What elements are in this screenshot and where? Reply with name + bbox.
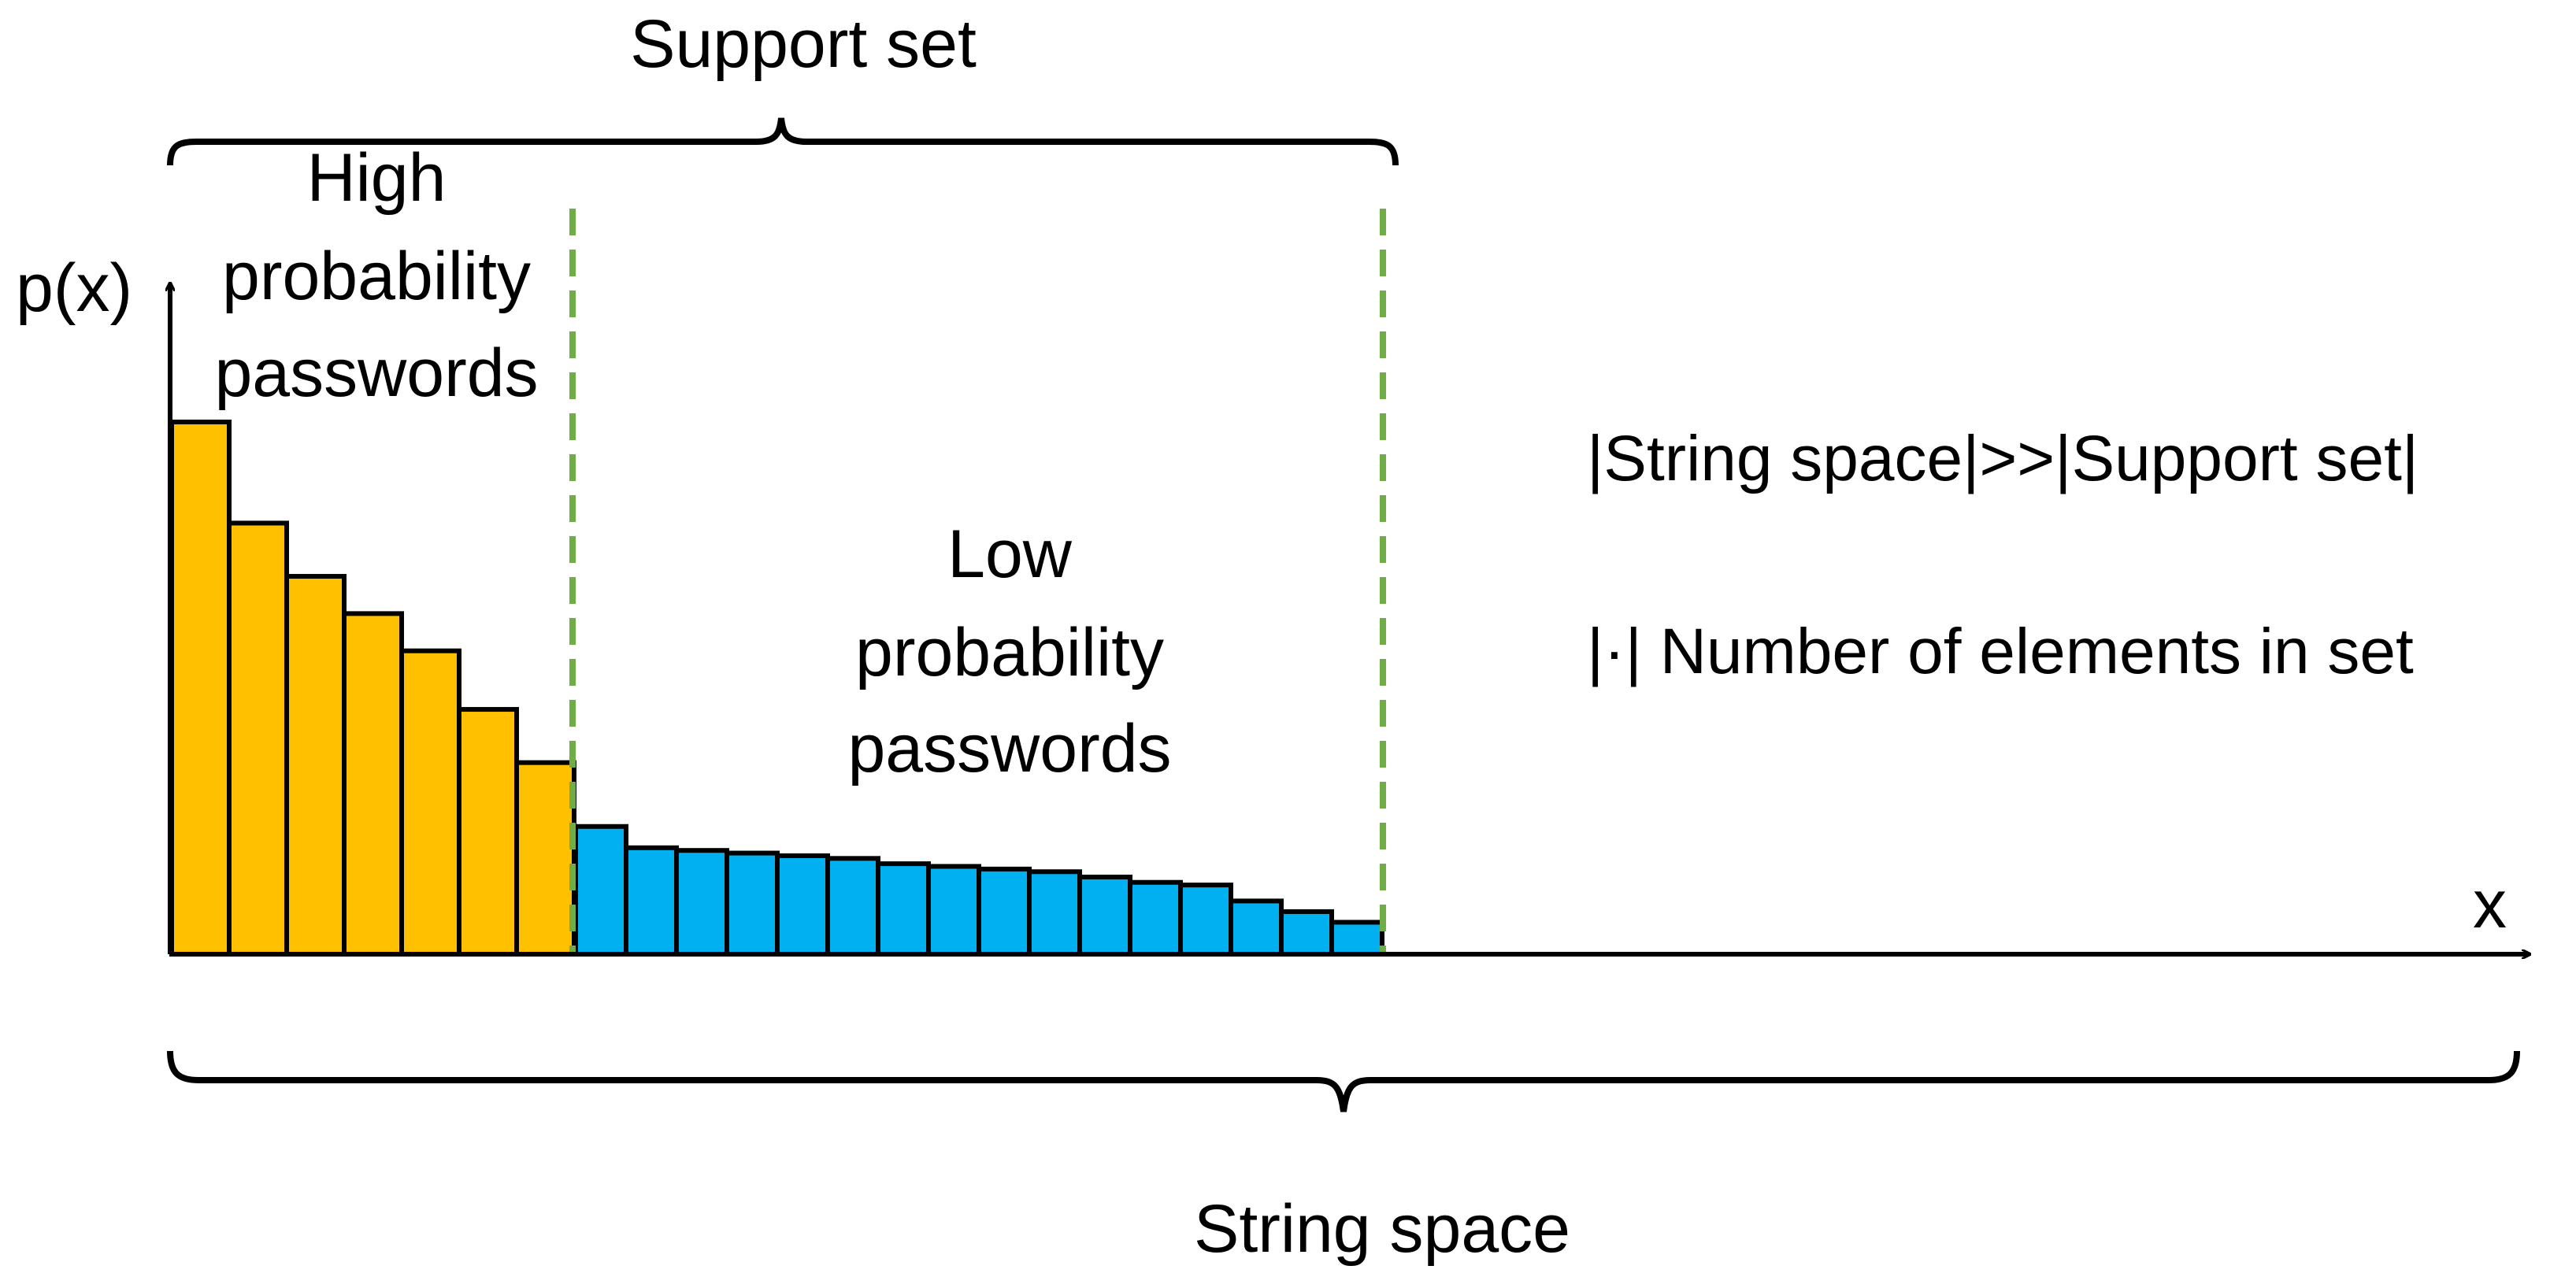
- low-group-label-line3: passwords: [847, 711, 1171, 786]
- high-probability-bar-6: [457, 707, 519, 957]
- low-probability-bar-4: [725, 850, 780, 957]
- high-group-label-line1: High: [307, 140, 447, 216]
- low-probability-bar-11: [1077, 874, 1132, 957]
- support-set-label: Support set: [630, 6, 977, 82]
- low-probability-bar-13: [1178, 883, 1233, 957]
- low-probability-bar-9: [977, 866, 1032, 957]
- probability-bars: [169, 420, 1384, 957]
- y-axis-label: p(x): [16, 250, 132, 326]
- high-probability-bar-5: [399, 648, 461, 957]
- low-probability-bar-16: [1329, 920, 1384, 957]
- low-probability-bar-5: [775, 853, 830, 957]
- high-group-label-line2: probability: [222, 239, 531, 314]
- cardinality-notation-note: |·| Number of elements in set: [1587, 616, 2414, 687]
- low-group-label-line1: Low: [947, 516, 1073, 592]
- high-probability-bar-4: [342, 611, 404, 957]
- high-group-label-line3: passwords: [214, 335, 538, 411]
- high-probability-bar-2: [227, 520, 289, 957]
- string-space-brace: [167, 1050, 2520, 1112]
- cardinality-relation-note: |String space|>>|Support set|: [1587, 423, 2418, 494]
- high-probability-bar-7: [514, 760, 576, 957]
- support-set-brace: [167, 117, 1399, 166]
- high-probability-bar-1: [169, 420, 232, 957]
- low-probability-bar-6: [825, 856, 880, 957]
- low-probability-bar-14: [1229, 898, 1284, 957]
- string-space-label: String space: [1194, 1191, 1570, 1267]
- low-probability-bar-1: [573, 824, 628, 957]
- low-probability-bar-8: [926, 864, 981, 957]
- x-axis-label: x: [2473, 867, 2507, 942]
- high-probability-bar-3: [284, 574, 347, 957]
- low-probability-bar-7: [876, 861, 931, 957]
- low-group-label-line2: probability: [855, 615, 1164, 690]
- low-probability-bar-2: [624, 845, 679, 957]
- low-probability-bar-3: [674, 848, 729, 957]
- low-probability-bar-12: [1128, 879, 1183, 957]
- low-probability-bar-10: [1027, 869, 1082, 957]
- low-probability-bar-15: [1279, 909, 1334, 957]
